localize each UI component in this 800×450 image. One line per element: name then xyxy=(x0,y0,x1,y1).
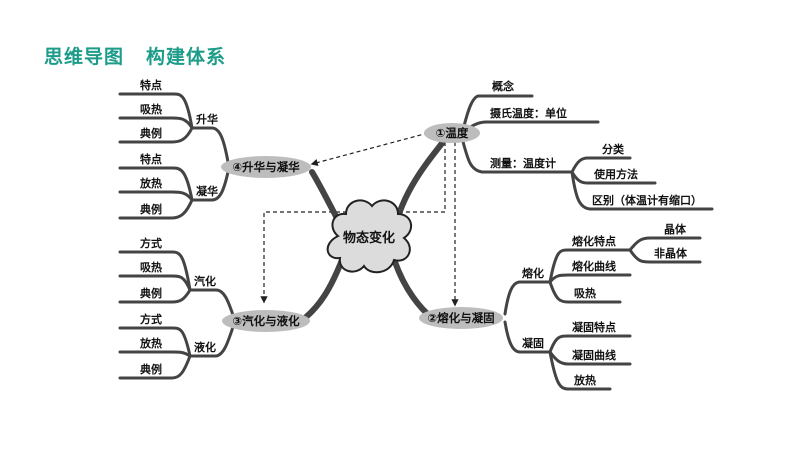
label-vapor-absorb: 吸热 xyxy=(140,260,162,274)
label-vapor-example: 典例 xyxy=(140,286,162,300)
label-crystal: 晶体 xyxy=(664,222,687,236)
label-sub-example: 典例 xyxy=(140,126,162,140)
center-cloud: 物态变化 xyxy=(326,199,413,274)
label-classification: 分类 xyxy=(602,142,625,156)
label-difference: 区别（体温计有缩口） xyxy=(592,193,702,207)
arrow-temperature-to-vaporization xyxy=(260,142,446,304)
label-sub-features: 特点 xyxy=(140,78,162,92)
node-sublimation: ④升华与凝华 xyxy=(221,156,311,178)
label-liq-example: 典例 xyxy=(140,362,162,376)
page-title: 思维导图构建体系 xyxy=(44,42,226,69)
label-liquefy: 液化 xyxy=(194,340,216,354)
label-dep-features: 特点 xyxy=(140,152,162,166)
node-melting: ②熔化与凝固 xyxy=(419,307,503,329)
label-melt-features: 熔化特点 xyxy=(572,234,616,248)
label-celsius-unit: 摄氏温度：单位 xyxy=(490,106,567,120)
label-liq-release: 放热 xyxy=(139,336,162,350)
label-dep-release: 放热 xyxy=(139,176,162,190)
label-vapor: 汽化 xyxy=(194,274,216,288)
node-sublimation-title: ④升华与凝华 xyxy=(232,160,300,174)
page-title-part-1: 思维导图 xyxy=(44,46,125,68)
label-non-crystal: 非晶体 xyxy=(654,246,688,260)
center-label: 物态变化 xyxy=(343,230,395,246)
dashed-arrows xyxy=(260,132,459,307)
label-melt-curve: 熔化曲线 xyxy=(572,259,616,273)
label-vapor-ways: 方式 xyxy=(140,236,162,250)
page-title-part-2: 构建体系 xyxy=(146,46,227,68)
node-vaporization: ③汽化与液化 xyxy=(222,310,310,332)
node-melting-title: ②熔化与凝固 xyxy=(427,311,494,325)
label-solidify: 凝固 xyxy=(522,336,544,350)
label-sublime: 升华 xyxy=(196,112,218,126)
label-melt: 熔化 xyxy=(522,266,544,280)
label-concept: 概念 xyxy=(492,79,515,93)
label-dep-example: 典例 xyxy=(140,202,162,216)
node-vaporization-title: ③汽化与液化 xyxy=(232,314,300,328)
label-solid-release: 放热 xyxy=(573,373,596,387)
label-measure-thermometer: 测量：温度计 xyxy=(490,156,556,170)
node-temperature: ①温度 xyxy=(424,123,480,143)
label-usage: 使用方法 xyxy=(593,167,638,181)
label-solid-curve: 凝固曲线 xyxy=(572,348,616,362)
label-deposit: 凝华 xyxy=(196,184,218,198)
trunk-to-vaporization xyxy=(302,257,345,321)
node-temperature-title: ①温度 xyxy=(436,126,469,140)
label-melt-absorb: 吸热 xyxy=(574,286,596,300)
trunk-to-melting xyxy=(392,259,435,321)
label-sub-absorb: 吸热 xyxy=(140,102,162,116)
label-liq-ways: 方式 xyxy=(140,312,162,326)
arrow-temperature-to-sublimation xyxy=(310,132,429,166)
branch-lines xyxy=(118,92,714,391)
label-solid-features: 凝固特点 xyxy=(572,320,616,334)
